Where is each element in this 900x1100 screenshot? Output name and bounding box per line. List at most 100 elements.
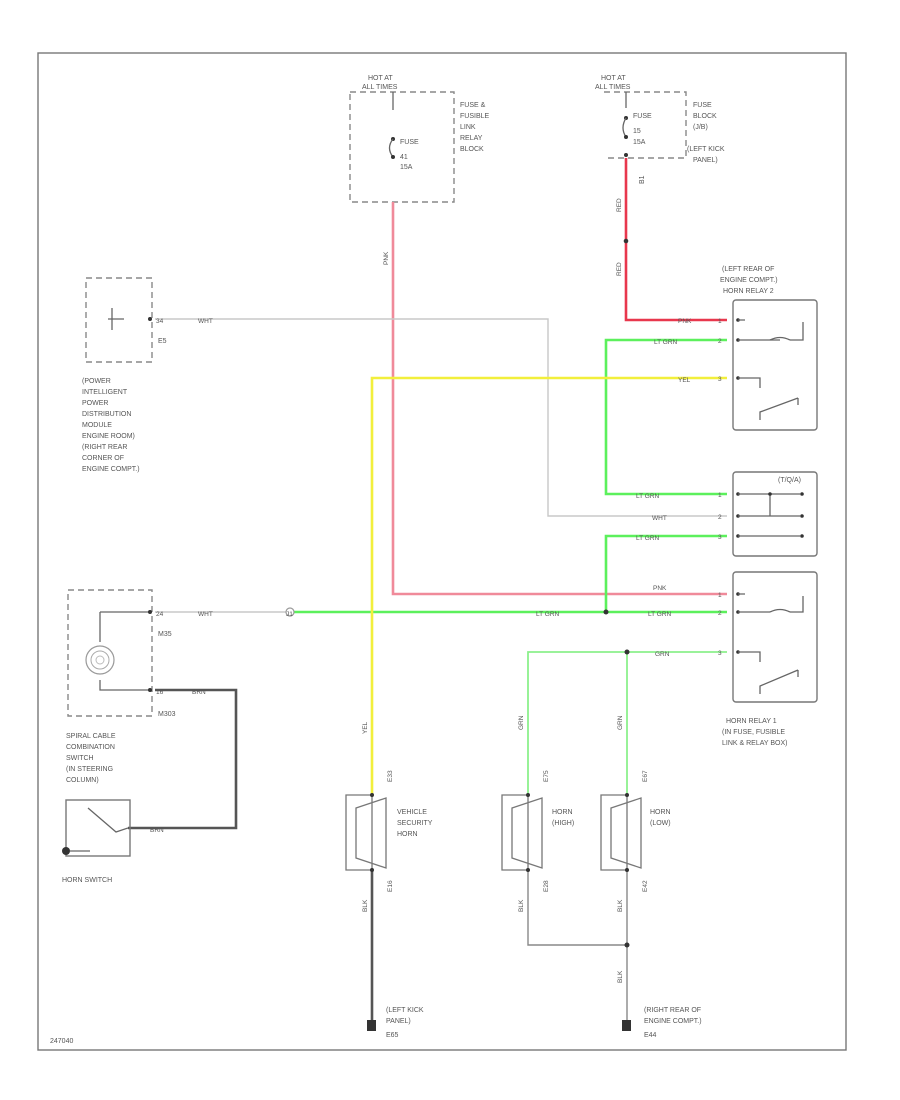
ground2-loc-0: (RIGHT REAR OF (644, 1007, 701, 1014)
relay2-body (732, 299, 818, 431)
splice-ltgrn (603, 609, 609, 615)
wire-label-wht-3: WHT (198, 611, 213, 618)
wire-label-yel-1: YEL (678, 377, 691, 384)
ipdm-loc-6: (RIGHT REAR (82, 444, 127, 451)
fuse2-loc-4: PANEL) (693, 157, 718, 164)
horn-low-label-1: (LOW) (650, 820, 671, 827)
relay3-pin-2: 2 (718, 514, 722, 521)
ipdm-connector: E5 (158, 338, 167, 345)
horn-relay-1: 1 2 3 HORN RELAY 1 (IN FUSE, FUSIBLE LIN… (718, 571, 818, 747)
horn-switch-ground-icon (62, 847, 70, 855)
wire-label-brn-1: BRN (192, 689, 206, 696)
relay2-loc-1: ENGINE COMPT.) (720, 277, 778, 284)
vehicle-horn-icon (345, 794, 387, 871)
wire-label-yel-2: YEL (362, 721, 369, 734)
diagram-id: 247040 (50, 1038, 73, 1045)
wire-grn-high (527, 651, 727, 795)
fuse2-element (622, 117, 627, 138)
ground-left-kick: (LEFT KICK PANEL) E65 (367, 1007, 424, 1039)
relay2-switch (738, 377, 799, 420)
ground-icon (622, 1020, 631, 1031)
splice-grn (624, 649, 630, 655)
ipdm-loc-0: (POWER (82, 378, 111, 385)
relay1-loc-0: (IN FUSE, FUSIBLE (722, 729, 785, 736)
relay2-pin-1: 1 (718, 318, 722, 325)
wire-ltgrn-relay3-junction (604, 534, 727, 612)
fuse1-rating: 15A (400, 164, 413, 171)
horn-switch-label: HORN SWITCH (62, 877, 112, 884)
horn-switch-body (65, 799, 131, 857)
fuse1-outline (349, 91, 455, 203)
fuse1-loc-2: LINK (460, 124, 476, 131)
ipdm-outline (85, 277, 153, 363)
wire-label-blk-2: BLK (518, 899, 525, 912)
wire-red-fuse2 (624, 158, 727, 322)
splice-blk (624, 942, 630, 948)
vehicle-horn-conn-top: E33 (387, 770, 394, 782)
ipdm-contact (108, 308, 124, 330)
wire-pnk-fuse1 (391, 202, 727, 596)
wire-label-red-2: RED (616, 262, 623, 276)
fuse2-hot-label-2: ALL TIMES (595, 84, 631, 91)
vehicle-horn-conn-bottom: E16 (387, 880, 394, 892)
vehicle-horn-label-1: SECURITY (397, 820, 433, 827)
wire-label-grn-3: GRN (617, 715, 624, 730)
ground-right-rear: (RIGHT REAR OF ENGINE COMPT.) E44 (622, 1007, 702, 1039)
horn-high-label-0: HORN (552, 809, 573, 816)
ipdm-loc-3: DISTRIBUTION (82, 411, 131, 418)
spiral-conn-bottom: M303 (158, 711, 176, 718)
fuse-block-1: HOT AT ALL TIMES FUSE 41 15A FUSE & FUSI… (349, 75, 490, 203)
wire-ltgrn-relay2-relay3 (604, 338, 727, 496)
horn-low-conn-top: E67 (642, 770, 649, 782)
splice-red (623, 238, 629, 244)
spiral-loc-4: COLUMN) (66, 777, 99, 784)
inline-connector (285, 607, 295, 617)
relay2-name: HORN RELAY 2 (723, 288, 774, 295)
ground1-id: E65 (386, 1032, 399, 1039)
wire-yel (370, 376, 727, 795)
relay1-body (732, 571, 818, 703)
wire-label-wht-2: WHT (652, 515, 667, 522)
wire-label-ltgrn-2: LT GRN (636, 493, 660, 500)
wire-label-ltgrn-5: LT GRN (648, 611, 672, 618)
spiral-loc-0: SPIRAL CABLE (66, 733, 116, 740)
fuse2-hot-label: HOT AT (601, 75, 626, 82)
horn-low-label-0: HORN (650, 809, 671, 816)
fuse2-loc-2: (J/B) (693, 124, 708, 131)
relay3-body (732, 471, 818, 557)
relay2-pin-2: 2 (718, 338, 722, 345)
horn-low: HORN (LOW) E67 E42 (600, 770, 671, 892)
fuse1-num: 41 (400, 154, 408, 161)
relay1-coil (769, 608, 791, 613)
fuse2-loc-0: FUSE (693, 102, 712, 109)
wire-label-pnk-relay1: PNK (653, 585, 667, 592)
vehicle-horn-label-0: VEHICLE (397, 809, 427, 816)
horn-high: HORN (HIGH) E75 E28 (501, 770, 574, 892)
horn-low-conn-bottom: E42 (642, 880, 649, 892)
horn-switch: HORN SWITCH (62, 799, 131, 884)
relay2-loc-0: (LEFT REAR OF (722, 266, 774, 273)
relay1-pin-3: 3 (718, 650, 722, 657)
spiral-loc-2: SWITCH (66, 755, 94, 762)
ipdm-pin: 34 (156, 318, 164, 325)
wire-label-blk-1: BLK (362, 899, 369, 912)
spiral-conn-top: M35 (158, 631, 172, 638)
horn-switch-contact (87, 807, 129, 833)
fuse1-loc-3: RELAY (460, 135, 483, 142)
wire-label-ltgrn-1: LT GRN (654, 339, 678, 346)
relay1-switch (738, 651, 799, 694)
spiral-coil-icon (85, 645, 115, 675)
fuse1-loc-1: FUSIBLE (460, 113, 490, 120)
wire-label-grn-2: GRN (518, 715, 525, 730)
fuse1-hot-label-2: ALL TIMES (362, 84, 398, 91)
spiral-loc-3: (IN STEERING (66, 766, 113, 773)
fuse1-element (388, 138, 394, 158)
ipdm-loc-7: CORNER OF (82, 455, 124, 462)
diagram-frame (37, 52, 847, 1051)
wire-label-pnk-relay2: PNK (678, 318, 692, 325)
relay1-pin-2: 2 (718, 610, 722, 617)
ground2-id: E44 (644, 1032, 657, 1039)
wire-label-red-1: RED (616, 198, 623, 212)
fuse1-loc-0: FUSE & (460, 102, 486, 109)
